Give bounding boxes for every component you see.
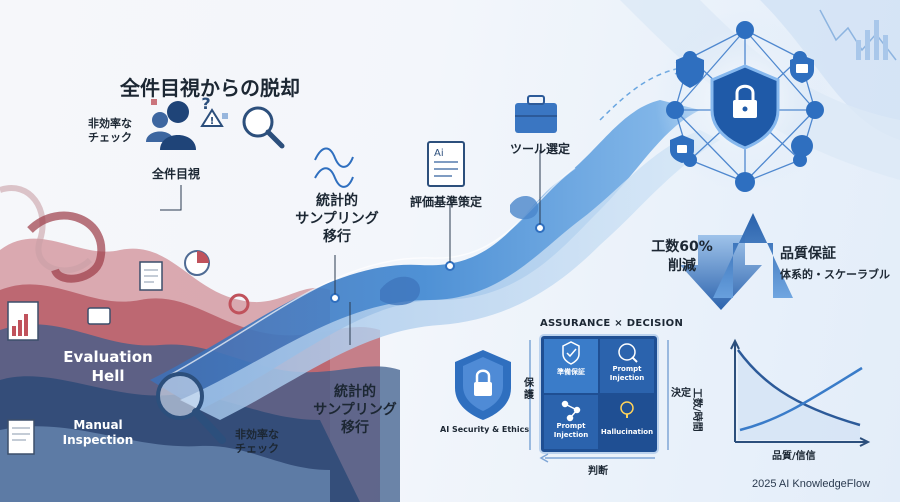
effort-reduction-label: 工数60% 削減 — [642, 238, 722, 276]
matrix-bottom-label: 判断 — [588, 466, 608, 477]
tradeoff-chart — [730, 338, 871, 447]
main-title: 全件目視からの脱却 — [120, 76, 300, 100]
matrix-cell-1: 準備保証 — [557, 368, 585, 376]
stat-sampling-label-bottom: 統計的 サンプリング 移行 — [305, 383, 405, 437]
evaluation-word: Evaluation — [63, 348, 153, 366]
stat-sampling-label-top: 統計的 サンプリング 移行 — [292, 192, 382, 246]
inefficient-label: 非効率な — [88, 117, 132, 130]
matrix-cell-4: Hallucination — [600, 428, 654, 436]
svg-text:?: ? — [201, 94, 210, 113]
eval-criteria-label: 評価基準策定 — [410, 195, 483, 209]
effort-line-1: 工数60% — [651, 239, 713, 255]
matrix-cell-2: Prompt Injection — [609, 365, 645, 382]
inefficient-check-bottom: 非効率な チェック — [235, 428, 279, 456]
evaluation-hell-label: Evaluation Hell — [48, 348, 168, 386]
check-label-2: チェック — [235, 442, 279, 455]
hell-word: Hell — [91, 367, 125, 385]
ai-security-label: AI Security & Ethics — [440, 425, 530, 434]
stat-line-3: 移行 — [323, 229, 351, 245]
stat-line-2: サンプリング — [295, 211, 379, 227]
inefficient-check-top: 非効率な チェック — [88, 117, 132, 145]
stat2-line-2: サンプリング — [313, 402, 397, 418]
systematic-scalable-label: 体系的・スケーラブル — [780, 268, 890, 281]
svg-text:!: ! — [210, 116, 215, 127]
stat-line-1: 統計的 — [316, 193, 358, 209]
effort-line-2: 削減 — [668, 258, 696, 274]
check-label: チェック — [88, 131, 132, 144]
matrix-title: ASSURANCE × DECISION — [540, 318, 684, 329]
manual-inspection-label: Manual Inspection — [58, 418, 138, 448]
svg-text:Ai: Ai — [434, 148, 444, 159]
matrix-cell-3: Prompt Injection — [553, 422, 589, 439]
stat2-line-1: 統計的 — [334, 384, 376, 400]
stat2-line-3: 移行 — [341, 420, 369, 436]
inefficient-label-2: 非効率な — [235, 428, 279, 441]
tradeoff-xlabel: 品質/信信 — [772, 451, 816, 462]
tradeoff-ylabel: 工数/時間 — [691, 388, 702, 432]
quality-assurance-label: 品質保証 — [780, 246, 836, 262]
matrix-left-label: 保護 — [524, 378, 534, 401]
matrix-right-label: 決定 — [671, 388, 691, 399]
full-inspection-label: 全件目視 — [152, 167, 201, 181]
manual-word: Manual — [73, 418, 123, 432]
footer-credit: 2025 AI KnowledgeFlow — [752, 478, 871, 490]
inspection-word: Inspection — [62, 433, 134, 447]
tool-select-label: ツール選定 — [510, 142, 571, 156]
